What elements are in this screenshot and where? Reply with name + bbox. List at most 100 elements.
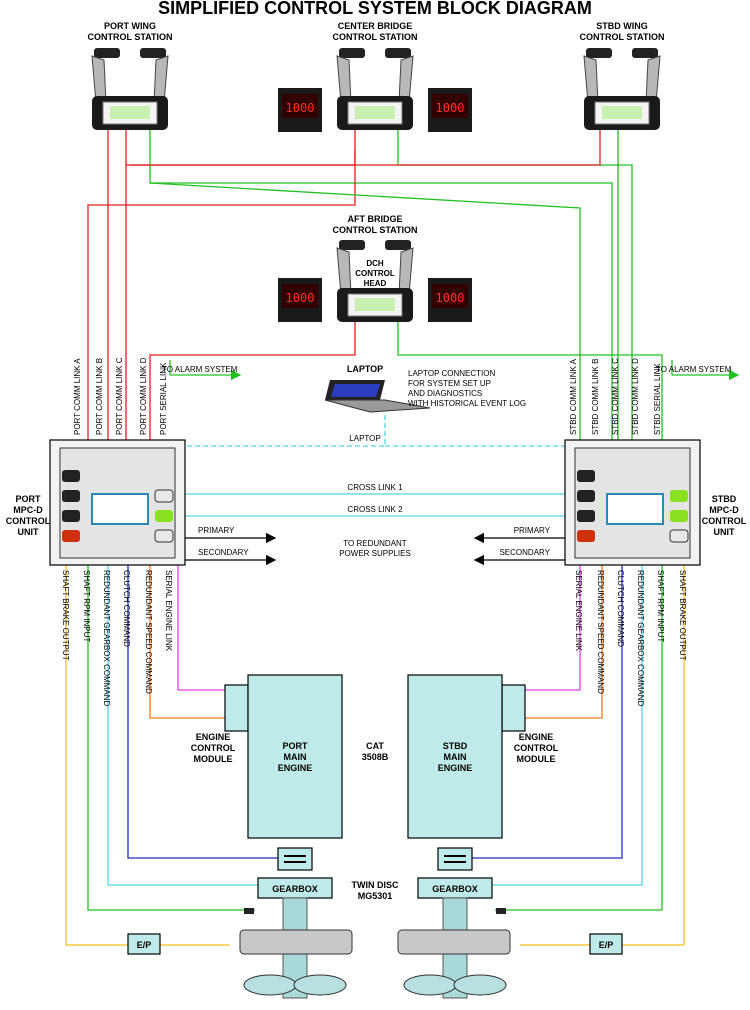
stbd-engine-box xyxy=(407,674,503,839)
port-output-labels: SHAFT BRAKE OUTPUT SHAFT RPM INPUT REDUN… xyxy=(61,570,173,707)
station-subtitle: CONTROL STATION xyxy=(88,32,173,42)
stbd-clutch-command: CLUTCH COMMAND xyxy=(616,570,625,647)
station-name: STBD WING xyxy=(596,21,648,31)
tach-reading: 1000 xyxy=(436,101,465,115)
stbd-comm-link-a: STBD COMM LINK A xyxy=(569,358,578,435)
stbd-coupling xyxy=(437,847,473,871)
gearbox-model: MG5301 xyxy=(358,891,393,901)
engine-label: PORT xyxy=(282,741,308,751)
tachometer-right: 1000 xyxy=(428,88,472,132)
cross-link-2-label: CROSS LINK 2 xyxy=(347,505,403,514)
gearbox-label: GEARBOX xyxy=(272,884,318,894)
port-comm-link-c: PORT COMM LINK C xyxy=(115,357,124,435)
station-subtitle: CONTROL STATION xyxy=(333,32,418,42)
control-head-icon xyxy=(336,47,414,131)
station-name: CENTER BRIDGE xyxy=(338,21,413,31)
ep-label: E/P xyxy=(137,940,152,950)
ecm-label: CONTROL xyxy=(191,743,236,753)
tach-reading: 1000 xyxy=(286,291,315,305)
stbd-engine: STBD MAIN ENGINE ENGINE CONTROL MODULE xyxy=(407,674,559,839)
port-engine: PORT MAIN ENGINE ENGINE CONTROL MODULE xyxy=(191,674,343,839)
stbd-shaft-rpm-input: SHAFT RPM INPUT xyxy=(656,570,665,642)
laptop-link-label: LAPTOP xyxy=(349,434,380,443)
stbd-drivetrain: GEARBOX E/P xyxy=(397,847,623,999)
port-serial-link: PORT SERIAL LINK xyxy=(159,362,168,435)
engine-model: CAT xyxy=(366,741,384,751)
port-control-unit: PORT MPC-D CONTROL UNIT xyxy=(6,439,186,566)
engine-label: ENGINE xyxy=(278,763,313,773)
tach-reading: 1000 xyxy=(286,101,315,115)
laptop: LAPTOP LAPTOP CONNECTION FOR SYSTEM SET … xyxy=(324,364,526,413)
primary-label-stbd: PRIMARY xyxy=(514,526,551,535)
tachometer-left: 1000 xyxy=(278,88,322,132)
stbd-wing-station: STBD WING CONTROL STATION xyxy=(580,21,665,131)
alarm-label-stbd: TO ALARM SYSTEM xyxy=(656,365,732,374)
unit-label: PORT xyxy=(15,494,41,504)
control-head-icon xyxy=(91,47,169,131)
alarm-label-port: TO ALARM SYSTEM xyxy=(162,365,238,374)
port-clutch-command: CLUTCH COMMAND xyxy=(122,570,131,647)
port-ep-box xyxy=(127,933,161,955)
laptop-note: WITH HISTORICAL EVENT LOG xyxy=(408,399,526,408)
engine-model: 3508B xyxy=(362,752,389,762)
port-wing-station: PORT WING CONTROL STATION xyxy=(88,21,173,131)
port-ecm-box xyxy=(224,684,249,732)
port-comm-link-a: PORT COMM LINK A xyxy=(73,358,82,435)
port-comm-link-b: PORT COMM LINK B xyxy=(95,358,104,435)
unit-label: UNIT xyxy=(18,527,39,537)
unit-label: UNIT xyxy=(714,527,735,537)
stbd-redundant-gearbox-command: REDUNDANT GEARBOX COMMAND xyxy=(636,570,645,707)
port-shaft-brake-output: SHAFT BRAKE OUTPUT xyxy=(61,570,70,661)
primary-label-port: PRIMARY xyxy=(198,526,235,535)
engine-label: STBD xyxy=(443,741,468,751)
ecm-label: ENGINE xyxy=(196,732,231,742)
engine-label: ENGINE xyxy=(438,763,473,773)
gearbox-label: GEARBOX xyxy=(432,884,478,894)
station-name: PORT WING xyxy=(104,21,156,31)
unit-label: MPC-D xyxy=(13,505,43,515)
stbd-shaft-brake-output: SHAFT BRAKE OUTPUT xyxy=(678,570,687,661)
tach-reading: 1000 xyxy=(436,291,465,305)
ep-label: E/P xyxy=(599,940,614,950)
center-bridge-station: CENTER BRIDGE CONTROL STATION 1000 1000 xyxy=(278,21,472,132)
stbd-output-labels: SERIAL ENGINE LINK REDUNDANT SPEED COMMA… xyxy=(574,570,687,707)
stbd-comm-link-c: STBD COMM LINK C xyxy=(611,358,620,435)
aft-bridge-station: AFT BRIDGE CONTROL STATION DCH CONTROL H… xyxy=(278,214,472,323)
unit-label: MPC-D xyxy=(709,505,739,515)
laptop-note: LAPTOP CONNECTION xyxy=(408,369,496,378)
port-shaft-rpm-input: SHAFT RPM INPUT xyxy=(82,570,91,642)
stbd-serial-engine-link: SERIAL ENGINE LINK xyxy=(574,570,583,652)
ecm-label: MODULE xyxy=(517,754,556,764)
port-redundant-speed-command: REDUNDANT SPEED COMMAND xyxy=(144,570,153,694)
stbd-serial-link: STBD SERIAL LINK xyxy=(653,363,662,435)
stbd-control-unit: STBD MPC-D CONTROL UNIT xyxy=(564,439,747,566)
power-supply-label: TO REDUNDANT xyxy=(343,539,407,548)
ecm-label: ENGINE xyxy=(519,732,554,742)
ecm-label: CONTROL xyxy=(514,743,559,753)
stbd-redundant-speed-command: REDUNDANT SPEED COMMAND xyxy=(596,570,605,694)
wiring xyxy=(65,130,740,946)
port-comm-link-d: PORT COMM LINK D xyxy=(139,357,148,435)
dch-label: HEAD xyxy=(364,279,387,288)
diagram-title: SIMPLIFIED CONTROL SYSTEM BLOCK DIAGRAM xyxy=(158,0,592,18)
port-link-labels: PORT COMM LINK A PORT COMM LINK B PORT C… xyxy=(73,357,168,435)
secondary-label-stbd: SECONDARY xyxy=(499,548,550,557)
dch-label: CONTROL xyxy=(355,269,395,278)
laptop-note: AND DIAGNOSTICS xyxy=(408,389,482,398)
ecm-label: MODULE xyxy=(194,754,233,764)
stbd-comm-link-b: STBD COMM LINK B xyxy=(591,359,600,435)
unit-label: CONTROL xyxy=(702,516,747,526)
port-serial-engine-link: SERIAL ENGINE LINK xyxy=(164,570,173,652)
port-engine-box xyxy=(247,674,343,839)
laptop-title: LAPTOP xyxy=(347,364,383,374)
port-coupling xyxy=(277,847,313,871)
unit-label: CONTROL xyxy=(6,516,51,526)
laptop-note: FOR SYSTEM SET UP xyxy=(408,379,491,388)
dch-label: DCH xyxy=(366,259,384,268)
port-redundant-gearbox-command: REDUNDANT GEARBOX COMMAND xyxy=(102,570,111,707)
stbd-comm-link-d: STBD COMM LINK D xyxy=(631,358,640,435)
port-drivetrain: GEARBOX E/P xyxy=(127,847,353,999)
engine-label: MAIN xyxy=(284,752,307,762)
stbd-ep-box xyxy=(589,933,623,955)
station-subtitle: CONTROL STATION xyxy=(333,225,418,235)
